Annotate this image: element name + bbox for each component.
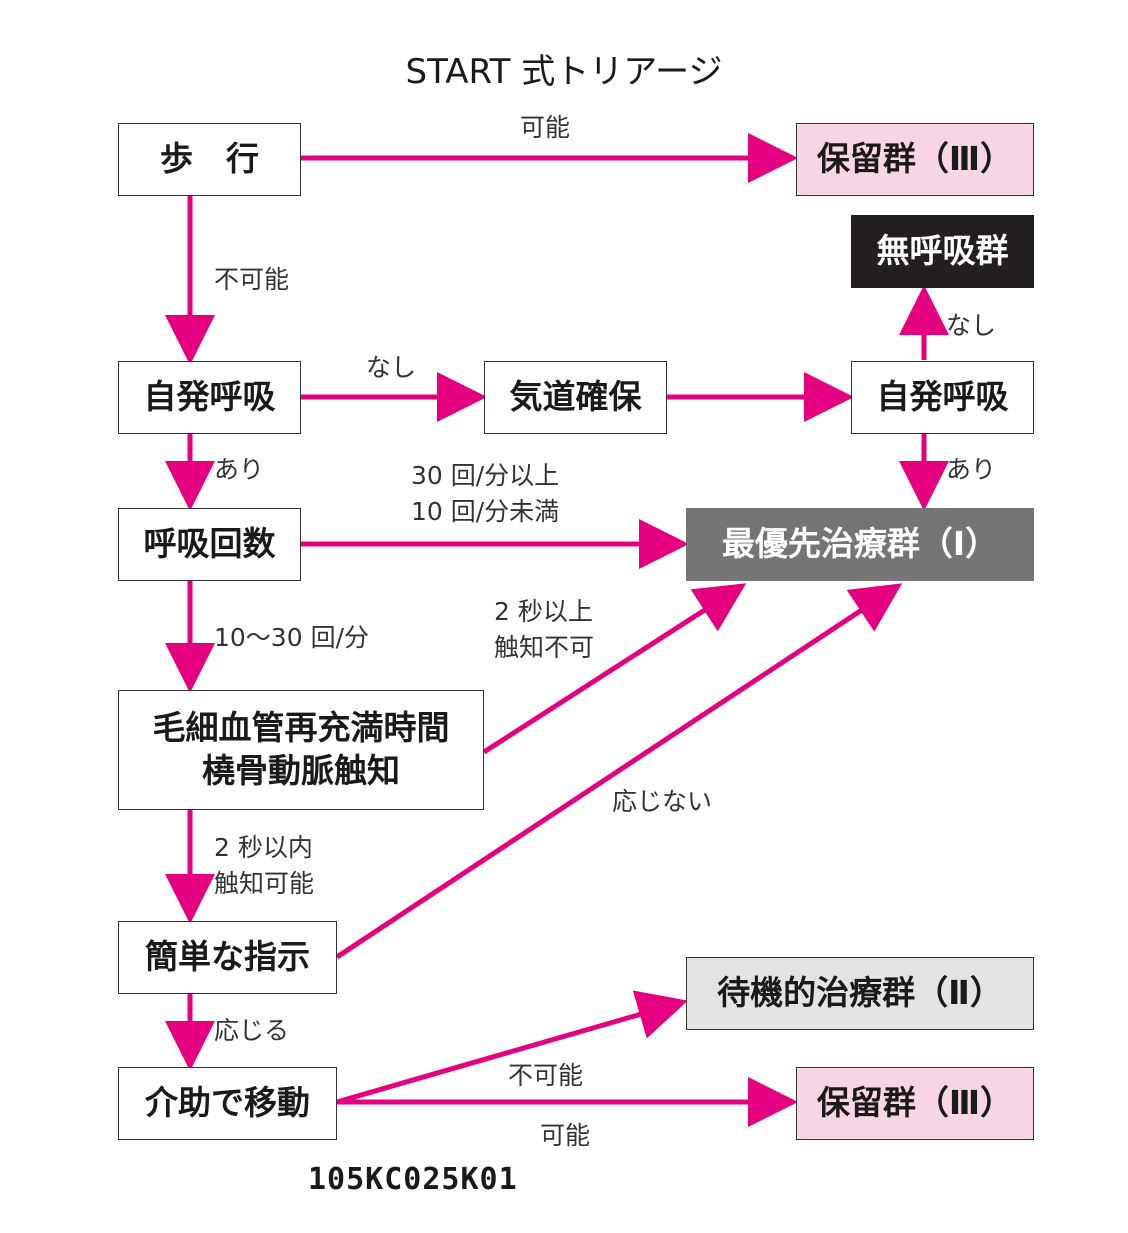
node-airway-label: 気道確保 bbox=[509, 377, 642, 417]
label-no-breathing-2: なし bbox=[946, 311, 997, 340]
node-delayed-group: 待機的治療群（Ⅱ） bbox=[686, 957, 1034, 1030]
node-walk: 歩 行 bbox=[118, 123, 301, 196]
node-walk-label: 歩 行 bbox=[160, 139, 259, 179]
node-spontaneous-breathing-2-label: 自発呼吸 bbox=[876, 377, 1009, 417]
label-assist-possible: 可能 bbox=[540, 1121, 591, 1150]
node-delayed-group-label: 待機的治療群（Ⅱ） bbox=[717, 973, 1003, 1013]
node-respiratory-rate: 呼吸回数 bbox=[118, 508, 301, 581]
node-respiratory-rate-label: 呼吸回数 bbox=[143, 524, 276, 564]
node-hold-group-2: 保留群（Ⅲ） bbox=[796, 1067, 1034, 1140]
node-capillary-refill: 毛細血管再充満時間 橈骨動脈触知 bbox=[118, 690, 484, 810]
node-spontaneous-breathing-2: 自発呼吸 bbox=[851, 361, 1034, 434]
node-hold-group-1: 保留群（Ⅲ） bbox=[796, 123, 1034, 196]
label-crt-in-line1: 2 秒以内 bbox=[214, 833, 313, 862]
node-immediate-group: 最優先治療群（Ⅰ） bbox=[686, 508, 1034, 581]
node-immediate-group-label: 最優先治療群（Ⅰ） bbox=[721, 524, 999, 564]
label-crt-in-line2: 触知可能 bbox=[214, 869, 315, 898]
diagram-title: START 式トリアージ bbox=[405, 52, 723, 92]
label-breathing-yes-2: あり bbox=[946, 455, 997, 484]
arrow-assist-to-delayed bbox=[336, 990, 688, 1105]
node-spontaneous-breathing-1-label: 自発呼吸 bbox=[143, 377, 276, 417]
node-simple-command: 簡単な指示 bbox=[118, 921, 337, 994]
node-apnea-group-label: 無呼吸群 bbox=[876, 231, 1009, 271]
label-no-response: 応じない bbox=[612, 787, 713, 816]
figure-code: 105KC025K01 bbox=[308, 1162, 518, 1197]
label-walk-impossible: 不可能 bbox=[214, 265, 290, 294]
label-no-breathing-1: なし bbox=[366, 353, 417, 382]
label-rate-out-line1: 30 回/分以上 bbox=[411, 461, 560, 490]
label-walk-possible: 可能 bbox=[520, 113, 571, 142]
node-hold-group-2-label: 保留群（Ⅲ） bbox=[816, 1083, 1014, 1123]
arrow-command-to-immediate bbox=[335, 583, 903, 960]
node-assisted-move-label: 介助で移動 bbox=[145, 1083, 310, 1123]
node-simple-command-label: 簡単な指示 bbox=[145, 937, 310, 977]
label-assist-impossible: 不可能 bbox=[508, 1061, 584, 1090]
label-response: 応じる bbox=[214, 1016, 290, 1045]
label-crt-out-line2: 触知不可 bbox=[494, 633, 595, 662]
node-assisted-move: 介助で移動 bbox=[118, 1067, 337, 1140]
label-crt-out-line1: 2 秒以上 bbox=[494, 597, 593, 626]
node-capillary-refill-line2: 橈骨動脈触知 bbox=[202, 751, 400, 790]
node-airway: 気道確保 bbox=[484, 361, 667, 434]
label-rate-in-range: 10〜30 回/分 bbox=[214, 623, 369, 652]
node-capillary-refill-line1: 毛細血管再充満時間 bbox=[152, 708, 450, 748]
node-apnea-group: 無呼吸群 bbox=[851, 215, 1034, 288]
node-spontaneous-breathing-1: 自発呼吸 bbox=[118, 361, 301, 434]
label-rate-out-line2: 10 回/分未満 bbox=[411, 497, 560, 526]
node-hold-group-1-label: 保留群（Ⅲ） bbox=[816, 139, 1014, 179]
arrow-crt-to-immediate bbox=[482, 583, 747, 755]
label-breathing-yes-1: あり bbox=[214, 455, 265, 484]
